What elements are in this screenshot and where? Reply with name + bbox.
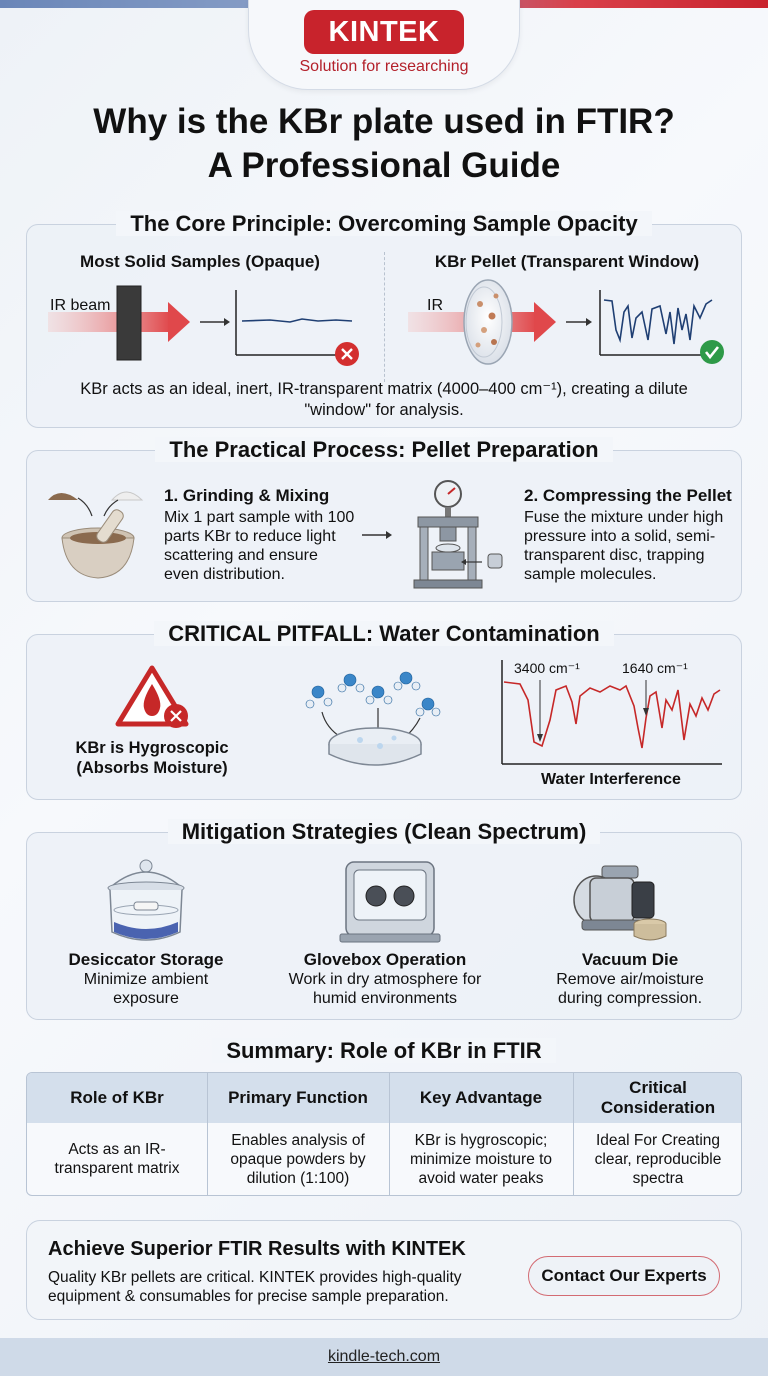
kintek-logo[interactable]: KINTEK <box>304 10 464 54</box>
table-header-cell: Key Advantage <box>419 1088 543 1107</box>
desiccator-line2: exposure <box>113 990 179 1007</box>
hygroscopic-label: KBr is Hygroscopic (Absorbs Moisture) <box>56 738 248 778</box>
step2-text: Fuse the mixture under high pressure int… <box>524 508 740 584</box>
footer-link[interactable]: kindle-tech.com <box>327 1348 441 1365</box>
table-divider <box>573 1073 574 1195</box>
core-divider <box>384 252 385 382</box>
contact-experts-button[interactable]: Contact Our Experts <box>528 1256 720 1296</box>
cta-line2: equipment & consumables for precise samp… <box>48 1288 449 1305</box>
core-caption-line2: "window" for analysis. <box>304 401 464 419</box>
glovebox-line2: humid environments <box>312 990 458 1007</box>
cta-line1: Quality KBr pellets are critical. KINTEK… <box>48 1269 462 1286</box>
summary-table: Role of KBr Primary Function Key Advanta… <box>26 1072 742 1196</box>
water-molecules-icon <box>305 671 441 766</box>
step1-line: Mix 1 part sample with 100 <box>164 509 355 526</box>
step1-text: Mix 1 part sample with 100 parts KBr to … <box>164 508 364 584</box>
table-header-cell: Primary Function <box>228 1088 368 1107</box>
mitigation-desiccator: Desiccator Storage Minimize ambient expo… <box>46 950 246 1008</box>
vacuum-pump-icon <box>573 865 667 941</box>
glovebox-title: Glovebox Operation <box>303 950 467 969</box>
process-panel <box>26 450 742 602</box>
table-cell: Acts as an IR-transparent matrix <box>54 1141 180 1177</box>
hygroscopic-warning-icon <box>115 665 189 728</box>
page-title: Why is the KBr plate used in FTIR? A Pro… <box>20 100 748 188</box>
process-illustrations <box>48 480 503 589</box>
table-header-cell: Critical Consideration <box>600 1078 716 1117</box>
vacuum-die-line1: Remove air/moisture <box>556 971 704 988</box>
page-title-line1: Why is the KBr plate used in FTIR? <box>93 102 675 141</box>
opaque-heading: Most Solid Samples (Opaque) <box>80 252 320 271</box>
step2-line: sample molecules. <box>524 566 657 583</box>
cta-title: Achieve Superior FTIR Results with KINTE… <box>48 1238 466 1260</box>
peak-1640-label: 1640 cm⁻¹ <box>622 660 688 676</box>
core-principle-title: The Core Principle: Overcoming Sample Op… <box>0 211 768 237</box>
mitigation-title: Mitigation Strategies (Clean Spectrum) <box>0 819 768 845</box>
step1-line: scattering and ensure <box>164 547 318 564</box>
hygroscopic-label-line1: KBr is Hygroscopic <box>75 739 229 757</box>
step1-line: even distribution. <box>164 566 285 583</box>
error-x-icon <box>335 342 359 366</box>
kbr-pellet-heading: KBr Pellet (Transparent Window) <box>434 252 700 271</box>
hydraulic-press-icon <box>413 480 503 589</box>
step1-title: 1. Grinding & Mixing <box>164 486 330 505</box>
desiccator-icon <box>107 859 185 941</box>
summary-title: Summary: Role of KBr in FTIR <box>0 1038 768 1064</box>
opaque-sample-block <box>116 285 142 361</box>
table-divider <box>389 1073 390 1195</box>
mitigation-illustrations <box>107 859 667 943</box>
step2-line: pressure into a solid, semi- <box>524 528 716 545</box>
hygroscopic-label-line2: (Absorbs Moisture) <box>76 759 228 777</box>
ir-label: IR <box>427 297 443 314</box>
brand-tagline: Solution for researching <box>299 58 469 75</box>
ir-beam-label: IR beam <box>50 297 111 314</box>
cta-text: Quality KBr pellets are critical. KINTEK… <box>48 1268 462 1306</box>
peak-3400-label: 3400 cm⁻¹ <box>514 660 580 676</box>
table-header-cell: Role of KBr <box>70 1088 164 1107</box>
success-check-icon <box>700 340 724 364</box>
step2-line: transparent disc, trapping <box>524 547 705 564</box>
clear-spectrum-plot <box>599 290 713 356</box>
table-cell: Ideal For Creating clear, reproducible s… <box>594 1131 722 1187</box>
step2-title: 2. Compressing the Pellet <box>524 486 732 505</box>
water-interference-caption: Water Interference <box>541 771 681 788</box>
table-divider <box>207 1073 208 1195</box>
arrow-right-icon-1 <box>200 318 230 326</box>
arrow-right-icon-2 <box>566 318 592 326</box>
page-title-line2: A Professional Guide <box>207 146 561 185</box>
table-cell: Enables analysis of opaque powders by di… <box>230 1131 366 1187</box>
mortar-pestle-icon <box>48 491 144 579</box>
core-illustrations <box>48 279 724 366</box>
mitigation-glovebox: Glovebox Operation Work in dry atmospher… <box>270 950 500 1008</box>
glovebox-line1: Work in dry atmosphere for <box>288 971 482 988</box>
process-title: The Practical Process: Pellet Preparatio… <box>0 437 768 463</box>
footer: kindle-tech.com <box>0 1338 768 1376</box>
pitfall-title: CRITICAL PITFALL: Water Contamination <box>0 621 768 647</box>
step2-line: Fuse the mixture under high <box>524 509 724 526</box>
vacuum-die-title: Vacuum Die <box>581 950 679 969</box>
water-interference-spectrum <box>501 660 722 765</box>
kbr-pellet-disc <box>463 279 513 365</box>
pitfall-illustrations <box>115 660 722 766</box>
summary-table-header-row <box>27 1073 741 1123</box>
mitigation-vacuum-die: Vacuum Die Remove air/moisture during co… <box>530 950 730 1008</box>
desiccator-title: Desiccator Storage <box>68 950 224 969</box>
glovebox-icon <box>339 861 441 943</box>
flat-spectrum-plot <box>235 290 353 356</box>
step2: 2. Compressing the Pellet Fuse the mixtu… <box>524 486 740 584</box>
step1-line: parts KBr to reduce light <box>164 528 336 545</box>
vacuum-die-line2: during compression. <box>557 990 703 1007</box>
core-caption-line1: KBr acts as an ideal, inert, IR-transpar… <box>80 380 688 398</box>
step1: 1. Grinding & Mixing Mix 1 part sample w… <box>164 486 364 584</box>
core-caption: KBr acts as an ideal, inert, IR-transpar… <box>40 379 728 421</box>
arrow-right-icon-3 <box>362 531 392 539</box>
desiccator-line1: Minimize ambient <box>83 971 209 988</box>
table-cell: KBr is hygroscopic; minimize moisture to… <box>409 1131 553 1187</box>
